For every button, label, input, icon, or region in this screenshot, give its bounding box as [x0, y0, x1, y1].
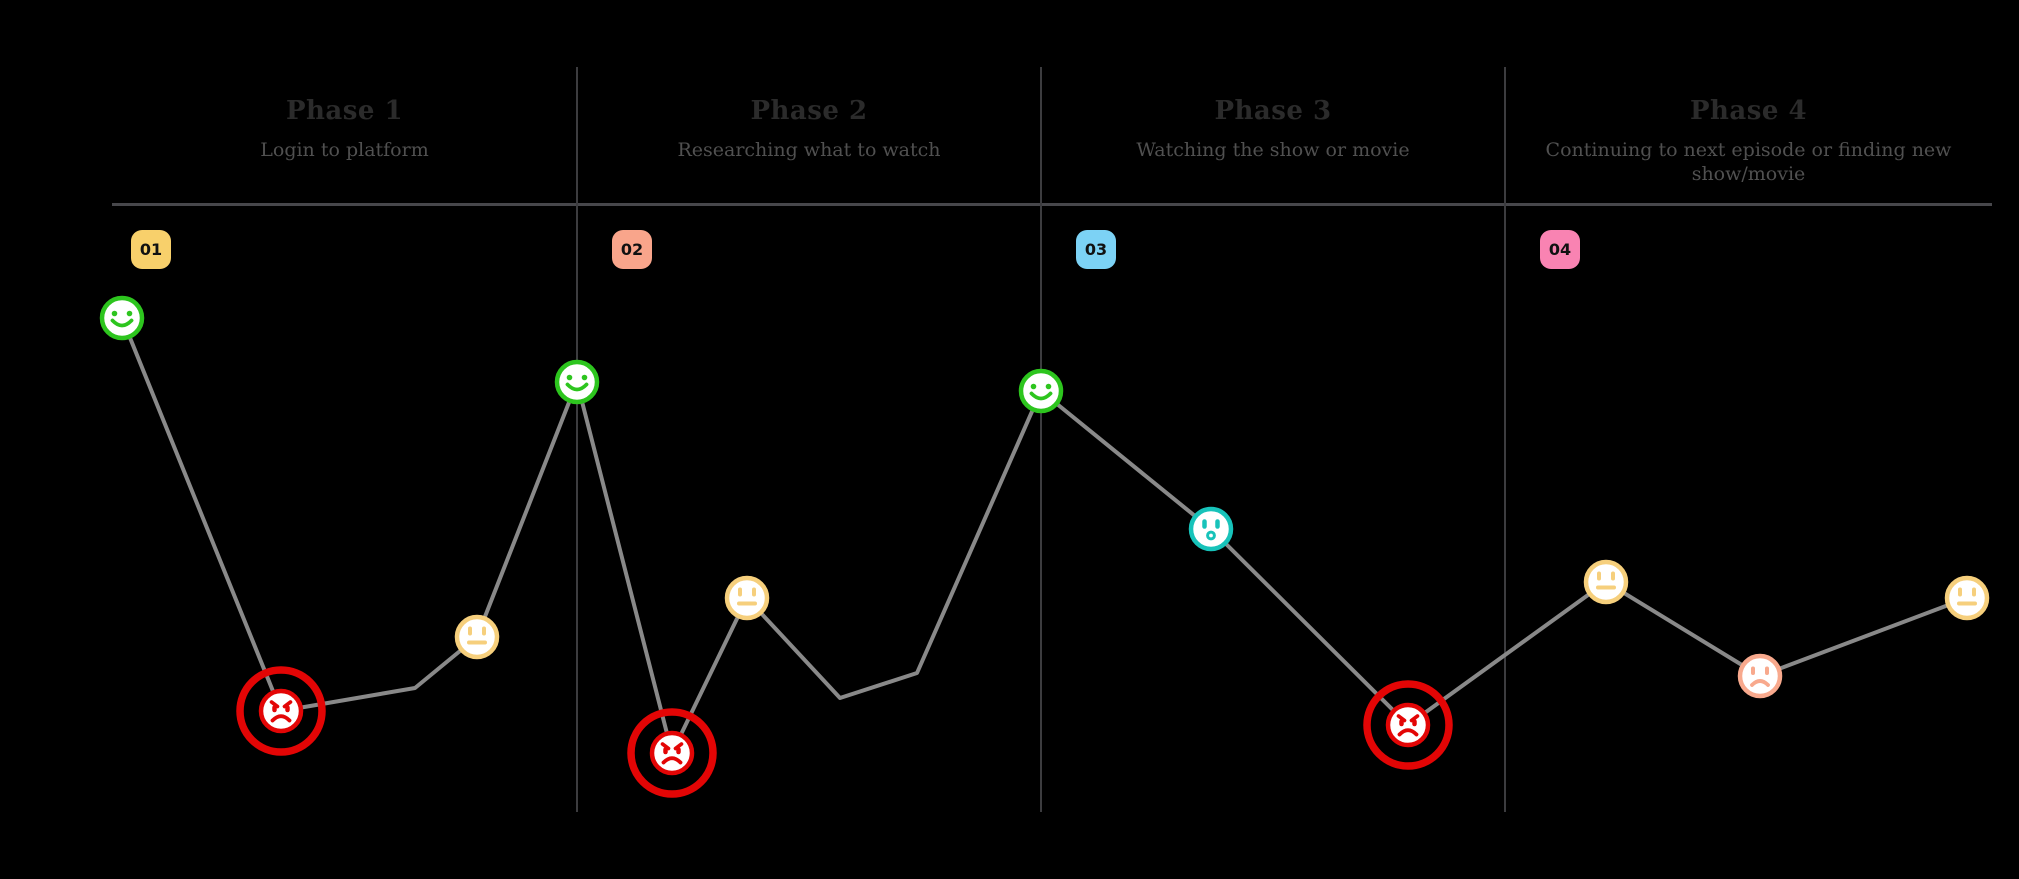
- journey-path-line: [120, 317, 1968, 755]
- emotion-face-neutral-icon: [1944, 575, 1990, 621]
- phase-1-header: Phase 1 Login to platform: [112, 96, 577, 163]
- emotion-face-happy-icon: [1018, 368, 1064, 414]
- phase-3-header: Phase 3 Watching the show or movie: [1041, 96, 1505, 163]
- phase-1-title: Phase 1: [285, 96, 404, 126]
- phase-divider-3: [1504, 67, 1506, 812]
- emotion-face-sad-icon: [1737, 653, 1783, 699]
- emotion-face-angry-icon: [627, 708, 717, 798]
- phase-3-step-badge: 03: [1076, 230, 1116, 269]
- phase-4-header: Phase 4 Continuing to next episode or fi…: [1505, 96, 1992, 187]
- phase-2-step-badge: 02: [612, 230, 652, 269]
- emotion-face-neutral-icon: [724, 575, 770, 621]
- pain-point-ring: [1363, 680, 1453, 770]
- phase-4-title: Phase 4: [1689, 96, 1808, 126]
- phase-divider-1: [576, 67, 578, 812]
- emotion-face-neutral-icon: [454, 614, 500, 660]
- pain-point-ring: [236, 666, 326, 756]
- phase-1-step-badge: 01: [131, 230, 171, 269]
- emotion-face-surprised-icon: [1188, 506, 1234, 552]
- phase-divider-2: [1040, 67, 1042, 812]
- emotion-face-happy-icon: [99, 295, 145, 341]
- phase-2-subtitle: Researching what to watch: [677, 139, 941, 161]
- phase-4-step-badge: 04: [1540, 230, 1580, 269]
- emotion-face-angry-icon: [1363, 680, 1453, 770]
- phase-1-subtitle: Login to platform: [260, 139, 429, 161]
- phase-2-title: Phase 2: [750, 96, 868, 126]
- phase-2-header: Phase 2 Researching what to watch: [577, 96, 1041, 163]
- pain-point-ring: [627, 708, 717, 798]
- phase-4-subtitle: Continuing to next episode or finding ne…: [1545, 139, 1952, 185]
- emotion-face-angry-icon: [236, 666, 326, 756]
- phase-3-subtitle: Watching the show or movie: [1136, 139, 1410, 161]
- emotion-face-neutral-icon: [1583, 559, 1629, 605]
- header-divider-line: [112, 203, 1992, 206]
- emotion-face-happy-icon: [554, 359, 600, 405]
- phase-3-title: Phase 3: [1214, 96, 1332, 126]
